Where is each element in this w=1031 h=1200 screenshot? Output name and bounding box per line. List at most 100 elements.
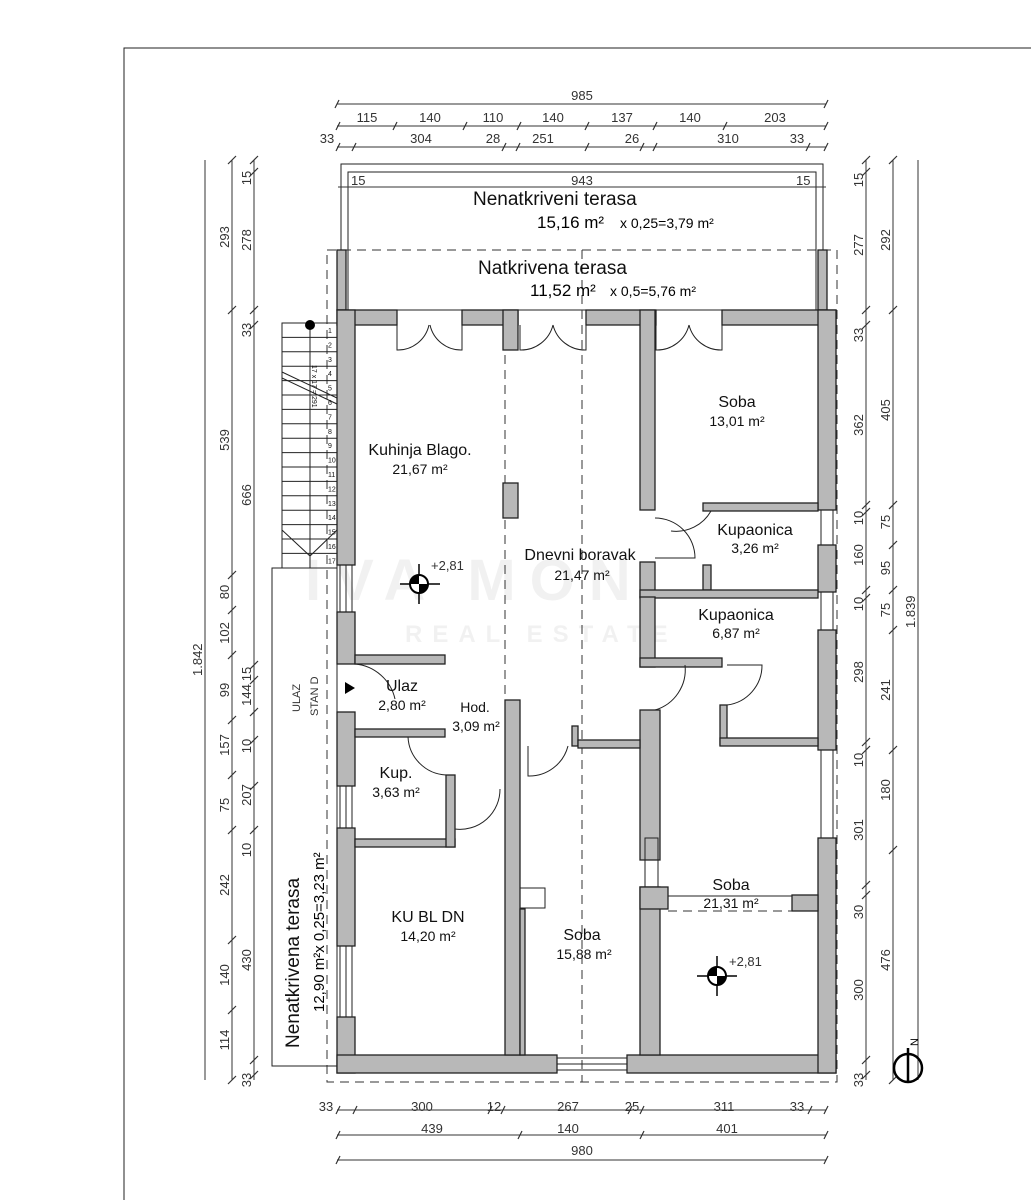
level-marker-icon bbox=[697, 956, 737, 996]
dim: 207 bbox=[239, 784, 254, 806]
dimension-label: 1.842 bbox=[190, 643, 205, 676]
dimension-label: N bbox=[909, 1038, 921, 1046]
dim: 298 bbox=[851, 661, 866, 683]
stair-step-number: 17 bbox=[328, 558, 336, 565]
watermark-sub: REAL ESTATE bbox=[405, 621, 678, 648]
terrace-roofed-calc: x 0,5=5,76 m² bbox=[610, 283, 696, 299]
dimension-label: 1.839 bbox=[903, 595, 918, 628]
stair-step-number: 5 bbox=[328, 386, 332, 393]
dim: 943 bbox=[571, 173, 593, 188]
dimension-label: 140 bbox=[557, 1121, 579, 1136]
room-bath2-name: Kupaonica bbox=[698, 607, 774, 624]
dimension-label: 33 bbox=[790, 1099, 804, 1114]
dim: 102 bbox=[217, 622, 232, 644]
side-terrace-outline bbox=[271, 567, 338, 1067]
stair-step-number: 8 bbox=[328, 429, 332, 436]
dim: 30 bbox=[851, 905, 866, 919]
dim: 10 bbox=[851, 597, 866, 611]
dim: 301 bbox=[851, 819, 866, 841]
bottom-dimensions: 33 300 12 267 25 311 33 439 140 401 980 bbox=[319, 1099, 829, 1165]
dim: 15 bbox=[851, 173, 866, 187]
dim: 140 bbox=[217, 964, 232, 986]
left-dimensions: 1.842 2935398010299157752421401141527833… bbox=[190, 155, 919, 1087]
dim: 203 bbox=[764, 110, 786, 125]
terrace-roofed-area: 11,52 m² bbox=[530, 281, 596, 300]
stair-step-number: 3 bbox=[328, 357, 332, 364]
room-soba3-name: Soba bbox=[712, 877, 749, 894]
dim: 140 bbox=[419, 110, 441, 125]
dim: 110 bbox=[483, 110, 504, 125]
dim: 666 bbox=[239, 484, 254, 506]
room-hall-area: 3,09 m² bbox=[452, 718, 500, 734]
dimension-label: 401 bbox=[716, 1121, 738, 1136]
dim: 539 bbox=[217, 429, 232, 451]
terrace-top-area: 15,16 m² bbox=[537, 213, 604, 232]
dim: 157 bbox=[217, 734, 232, 756]
room-bath1-name: Kupaonica bbox=[717, 522, 793, 539]
room-bath2-area: 6,87 m² bbox=[712, 625, 760, 641]
dim: 15 bbox=[239, 667, 254, 681]
room-bath1-area: 3,26 m² bbox=[731, 540, 779, 556]
room-soba1-area: 13,01 m² bbox=[709, 413, 765, 429]
stair-step-number: 16 bbox=[328, 544, 336, 551]
dim: 10 bbox=[239, 739, 254, 753]
dim: 144 bbox=[239, 684, 254, 706]
walls bbox=[336, 309, 837, 1074]
level-kitchen: +2,81 bbox=[431, 558, 464, 573]
room-hall-name: Hod. bbox=[460, 699, 490, 715]
dim: 28 bbox=[486, 131, 500, 146]
dim: 15 bbox=[239, 171, 254, 185]
dim: 99 bbox=[217, 683, 232, 697]
room-kubldn-area: 14,20 m² bbox=[400, 928, 456, 944]
room-soba2-area: 15,88 m² bbox=[556, 946, 612, 962]
dim: 242 bbox=[217, 874, 232, 896]
dimension-label: 439 bbox=[421, 1121, 443, 1136]
dim: 362 bbox=[851, 414, 866, 436]
stair-step-number: 13 bbox=[328, 501, 336, 508]
dim: 33 bbox=[851, 328, 866, 342]
dim: 75 bbox=[878, 515, 893, 529]
dim: 278 bbox=[239, 229, 254, 251]
room-soba3-area: 21,31 m² bbox=[703, 895, 759, 911]
dimension-label: 311 bbox=[714, 1099, 735, 1114]
dim: 241 bbox=[878, 679, 893, 701]
dim: 476 bbox=[878, 949, 893, 971]
dimension-label: 33 bbox=[319, 1099, 333, 1114]
room-kitchen-area: 21,67 m² bbox=[392, 461, 448, 477]
room-entry-area: 2,80 m² bbox=[378, 697, 426, 713]
room-entry-name: Ulaz bbox=[386, 678, 418, 695]
entrance-label: ULAZ bbox=[291, 684, 303, 712]
dim: 33 bbox=[239, 1073, 254, 1087]
room-soba1-name: Soba bbox=[718, 394, 755, 411]
room-labels: Kuhinja Blago. 21,67 m² Dnevni boravak 2… bbox=[368, 394, 793, 962]
dim: 75 bbox=[878, 603, 893, 617]
room-kup-area: 3,63 m² bbox=[372, 784, 420, 800]
dim: 80 bbox=[217, 585, 232, 599]
dim: 75 bbox=[217, 798, 232, 812]
stair-step-number: 9 bbox=[328, 443, 332, 450]
dim: 300 bbox=[851, 979, 866, 1001]
entrance-label-unit: STAN D bbox=[309, 676, 321, 716]
dimension-label: 980 bbox=[571, 1143, 593, 1158]
side-terrace-name: Nenatkrivena terasa bbox=[283, 878, 304, 1048]
stair-step-number: 10 bbox=[328, 458, 336, 465]
north-arrow-icon: N bbox=[892, 1038, 924, 1084]
room-kitchen-name: Kuhinja Blago. bbox=[368, 442, 471, 459]
dim: 137 bbox=[611, 110, 633, 125]
terrace-top-name: Nenatkriveni terasa bbox=[473, 189, 637, 210]
dim: 114 bbox=[217, 1030, 232, 1051]
room-kubldn-name: KU BL DN bbox=[391, 909, 464, 926]
top-dimensions: 985 115 140 110 140 137 140 203 33 304 2… bbox=[320, 88, 829, 152]
dim: 10 bbox=[239, 843, 254, 857]
watermark: IVA MON bbox=[305, 548, 645, 613]
terrace-roofed-name: Natkrivena terasa bbox=[478, 258, 627, 279]
openings bbox=[339, 324, 834, 1071]
dim: 310 bbox=[717, 131, 739, 146]
dim: 33 bbox=[239, 323, 254, 337]
stairs-formula: 17 x 17 = 291 bbox=[310, 365, 317, 408]
stair-step-number: 7 bbox=[328, 414, 332, 421]
stair-step-number: 11 bbox=[328, 472, 335, 479]
dim: 26 bbox=[625, 131, 639, 146]
dim: 10 bbox=[851, 511, 866, 525]
